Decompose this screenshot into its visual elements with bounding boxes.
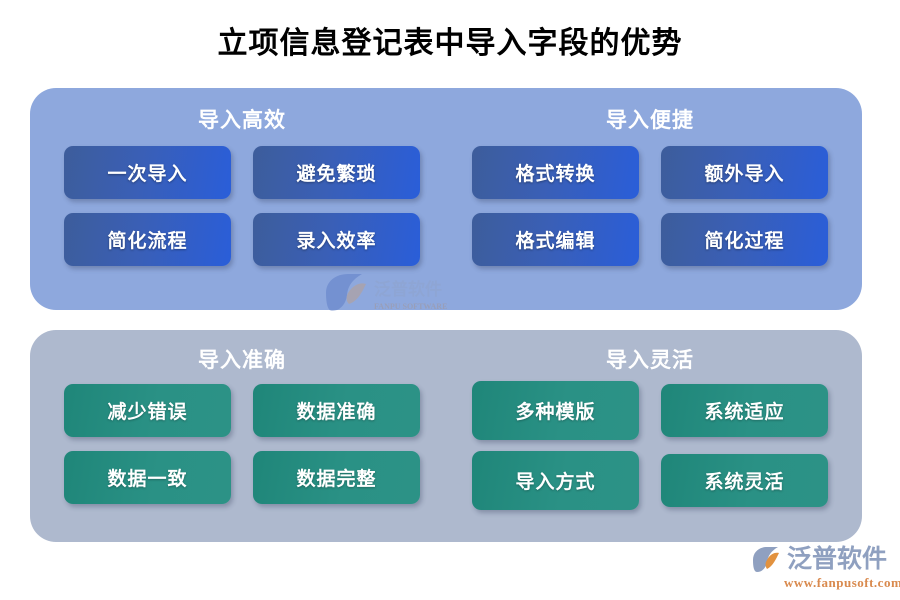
group-import-convenient: 导入便捷 格式转换 额外导入 格式编辑 简化过程 xyxy=(450,88,850,310)
brand-logo: 泛普软件 www.fanpusoft.com xyxy=(752,545,900,593)
card-import-once[interactable]: 一次导入 xyxy=(64,146,231,199)
brand-url: www.fanpusoft.com xyxy=(784,575,900,590)
card-grid-import-accurate: 减少错误 数据准确 数据一致 数据完整 xyxy=(64,384,420,504)
card-format-editing[interactable]: 格式编辑 xyxy=(472,213,639,266)
card-simplify-process[interactable]: 简化流程 xyxy=(64,213,231,266)
card-system-flexible[interactable]: 系统灵活 xyxy=(661,454,828,507)
panel-import-efficient-convenient: 导入高效 一次导入 避免繁琐 简化流程 录入效率 导入便捷 格式转换 额外导入 … xyxy=(30,88,862,311)
group-import-flexible: 导入灵活 多种模版 系统适应 导入方式 系统灵活 xyxy=(450,330,850,542)
card-grid-import-convenient: 格式转换 额外导入 格式编辑 简化过程 xyxy=(472,146,828,266)
card-grid-import-efficient: 一次导入 避免繁琐 简化流程 录入效率 xyxy=(64,146,420,266)
group-title-import-accurate: 导入准确 xyxy=(198,349,286,372)
card-data-consistent[interactable]: 数据一致 xyxy=(64,451,231,504)
card-data-complete[interactable]: 数据完整 xyxy=(253,451,420,504)
card-extra-import[interactable]: 额外导入 xyxy=(661,146,828,199)
panel-import-accurate-flexible: 导入准确 减少错误 数据准确 数据一致 数据完整 导入灵活 多种模版 系统适应 … xyxy=(30,330,862,542)
page-title: 立项信息登记表中导入字段的优势 xyxy=(217,27,683,60)
card-simplify-steps[interactable]: 简化过程 xyxy=(661,213,828,266)
group-title-import-flexible: 导入灵活 xyxy=(606,349,694,372)
fanpu-logo-icon xyxy=(753,547,779,572)
card-reduce-errors[interactable]: 减少错误 xyxy=(64,384,231,437)
group-title-import-convenient: 导入便捷 xyxy=(606,109,694,132)
group-import-efficient: 导入高效 一次导入 避免繁琐 简化流程 录入效率 xyxy=(42,88,442,310)
group-title-import-efficient: 导入高效 xyxy=(198,109,286,132)
card-avoid-tedium[interactable]: 避免繁琐 xyxy=(253,146,420,199)
card-data-accurate[interactable]: 数据准确 xyxy=(253,384,420,437)
brand-logo-row: 泛普软件 xyxy=(752,545,892,573)
card-grid-import-flexible: 多种模版 系统适应 导入方式 系统灵活 xyxy=(472,381,828,510)
brand-name: 泛普软件 xyxy=(787,544,888,573)
card-multiple-templates[interactable]: 多种模版 xyxy=(472,381,639,440)
card-format-conversion[interactable]: 格式转换 xyxy=(472,146,639,199)
card-entry-efficiency[interactable]: 录入效率 xyxy=(253,213,420,266)
card-import-methods[interactable]: 导入方式 xyxy=(472,451,639,510)
group-import-accurate: 导入准确 减少错误 数据准确 数据一致 数据完整 xyxy=(42,330,442,542)
card-system-adaptive[interactable]: 系统适应 xyxy=(661,384,828,437)
